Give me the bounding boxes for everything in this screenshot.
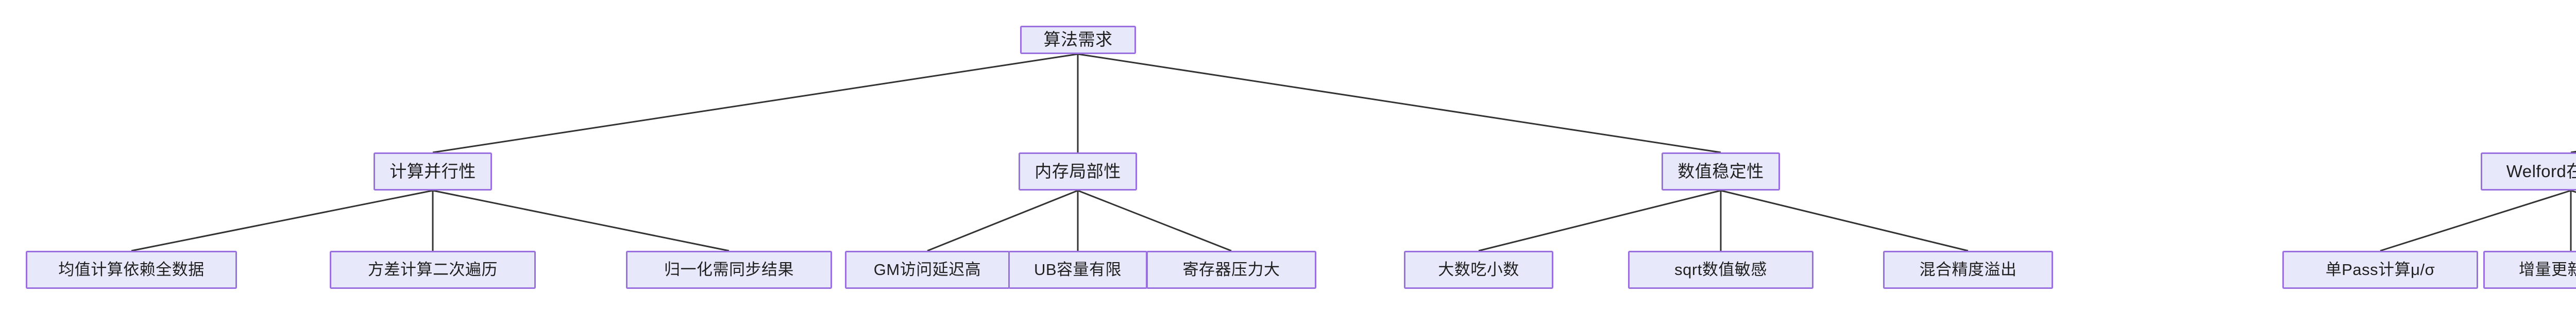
edge-root-right-to-welford xyxy=(2570,150,2576,153)
edge-memlocal-to-reg xyxy=(1077,190,1232,252)
node-leaf-singlepass[interactable]: 单Pass计算μ/σ xyxy=(2282,251,2478,289)
edge-welford-to-branch xyxy=(2570,190,2576,193)
node-leaf-mixed-ovf[interactable]: 混合精度溢出 xyxy=(1883,251,2053,289)
edge-numstable-to-big xyxy=(1478,190,1721,252)
edge-welford-to-singlepass xyxy=(2380,190,2571,252)
node-branch-welford[interactable]: Welford在线算法 xyxy=(2481,152,2576,191)
edge-memlocal-to-gm xyxy=(927,190,1078,252)
node-leaf-big-small[interactable]: 大数吃小数 xyxy=(1404,251,1553,289)
edge-parallel-to-norm xyxy=(432,190,730,252)
node-leaf-incr-avoid[interactable]: 增量更新避免溢出 xyxy=(2483,251,2576,289)
node-leaf-norm-sync[interactable]: 归一化需同步结果 xyxy=(626,251,832,289)
node-leaf-ub-limit[interactable]: UB容量有限 xyxy=(1008,251,1147,289)
node-leaf-gm-latency[interactable]: GM访问延迟高 xyxy=(845,251,1010,289)
node-leaf-mean-dep[interactable]: 均值计算依赖全数据 xyxy=(26,251,237,289)
node-branch-numstable[interactable]: 数值稳定性 xyxy=(1662,152,1780,191)
node-branch-parallel[interactable]: 计算并行性 xyxy=(374,152,492,191)
node-leaf-sqrt-sens[interactable]: sqrt数值敏感 xyxy=(1628,251,1814,289)
node-root-left[interactable]: 算法需求 xyxy=(1020,26,1136,54)
edge-numstable-to-mixed xyxy=(1720,190,1969,252)
edge-root-left-to-numstable xyxy=(1077,53,1721,153)
node-branch-memlocal[interactable]: 内存局部性 xyxy=(1019,152,1137,191)
node-leaf-reg-press[interactable]: 寄存器压力大 xyxy=(1146,251,1316,289)
edge-root-left-to-parallel xyxy=(432,53,1078,153)
edge-parallel-to-mean xyxy=(131,190,433,252)
node-leaf-var-two[interactable]: 方差计算二次遍历 xyxy=(330,251,536,289)
